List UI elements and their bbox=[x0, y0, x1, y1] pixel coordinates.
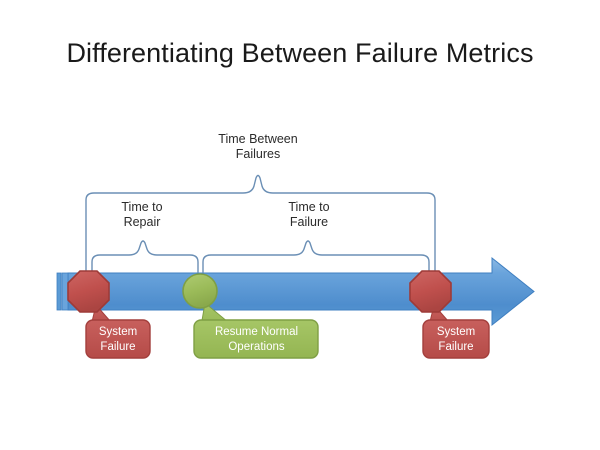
bracket-label-time-to-failure: Time to Failure bbox=[254, 200, 364, 230]
bracket-label-line1: Time to bbox=[121, 200, 163, 214]
page-title: Differentiating Between Failure Metrics bbox=[66, 38, 534, 68]
bracket-label-line2: Repair bbox=[123, 215, 161, 229]
bracket-time-to-repair bbox=[91, 240, 199, 273]
bracket-label-line1: Time to bbox=[288, 200, 330, 214]
bracket-label-line1: Time Between bbox=[218, 132, 298, 146]
circle-marker-resume[interactable] bbox=[182, 273, 218, 309]
bracket-label-line2: Failure bbox=[289, 215, 329, 229]
bracket-label-time-to-repair: Time to Repair bbox=[92, 200, 192, 230]
axis-break-marks bbox=[56, 272, 69, 311]
callout-box-resume[interactable] bbox=[193, 319, 319, 359]
octagon-marker-failure-2[interactable] bbox=[409, 270, 452, 313]
bracket-label-line2: Failures bbox=[235, 147, 281, 161]
callout-box-failure-2[interactable] bbox=[422, 319, 490, 359]
bracket-time-to-failure bbox=[202, 240, 430, 273]
octagon-marker-failure-1[interactable] bbox=[67, 270, 110, 313]
bracket-label-time-between-failures: Time Between Failures bbox=[178, 132, 338, 162]
time-axis-arrow bbox=[56, 256, 535, 327]
callout-box-failure-1[interactable] bbox=[85, 319, 151, 359]
bracket-time-between-failures bbox=[85, 174, 436, 273]
